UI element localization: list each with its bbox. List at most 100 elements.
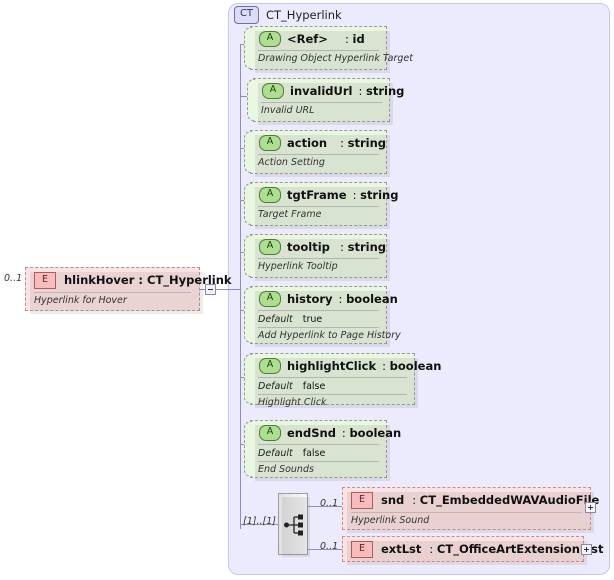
element-doc: Hyperlink Sound — [351, 515, 430, 526]
divider — [258, 394, 407, 395]
sequence-cardinality: [1]..[1] — [243, 516, 276, 527]
attribute-type: : boolean — [341, 425, 402, 440]
attribute-icon: A — [259, 424, 281, 441]
attribute-name: tooltip — [287, 239, 330, 254]
divider — [258, 154, 379, 155]
attribute-name: tgtFrame — [287, 187, 347, 202]
element-icon: E — [351, 540, 373, 558]
attribute-type: : id — [345, 31, 365, 46]
attr-notch — [244, 287, 252, 343]
divider — [258, 50, 379, 51]
element-title-row: E extLst : CT_OfficeArtExtensionList — [343, 537, 604, 561]
attribute-title-row: A history : boolean — [251, 287, 398, 310]
sequence-icon — [284, 513, 306, 541]
default-label: Default — [258, 447, 293, 459]
hlinkhover-element[interactable]: E hlinkHover : CT_Hyperlink Hyperlink fo… — [25, 267, 232, 314]
hlinkhover-doc: Hyperlink for Hover — [34, 295, 127, 306]
divider — [258, 444, 379, 445]
divider — [351, 512, 582, 513]
divider — [34, 292, 191, 293]
connector-line — [308, 549, 342, 550]
attr-notch — [244, 183, 252, 225]
attribute-icon: A — [259, 357, 281, 374]
hlinkhover-collapse-toggle[interactable] — [205, 284, 216, 295]
hlinkhover-label: hlinkHover : CT_Hyperlink — [64, 273, 232, 287]
divider — [258, 258, 379, 259]
attribute-doc: Highlight Click — [258, 397, 327, 408]
attr-notch — [244, 354, 252, 404]
attribute-doc: Add Hyperlink to Page History — [258, 330, 401, 341]
attribute-icon: A — [259, 186, 281, 203]
attribute-ref[interactable]: A <Ref> : id Drawing Object Hyperlink Ta… — [244, 26, 413, 73]
hlinkhover-cardinality: 0..1 — [4, 273, 23, 284]
attribute-action[interactable]: A action : string Action Setting — [244, 130, 390, 177]
attribute-invalidurl[interactable]: A invalidUrl : string Invalid URL — [247, 78, 404, 125]
attribute-icon: A — [262, 82, 284, 99]
snd-cardinality: 0..1 — [320, 498, 339, 509]
attribute-title-row: A tgtFrame : string — [251, 183, 398, 206]
box-shadow — [255, 358, 418, 408]
connector-line — [240, 96, 253, 97]
divider — [258, 461, 379, 462]
divider — [261, 102, 382, 103]
attribute-default-row: Default false — [251, 378, 414, 394]
attribute-title-row: A tooltip : string — [251, 235, 386, 258]
complextype-icon: CT — [234, 6, 259, 24]
box-shadow — [347, 541, 587, 565]
connector-line — [216, 289, 240, 290]
sequence-compositor[interactable] — [278, 493, 310, 557]
connector-line — [240, 524, 278, 525]
attribute-type: : boolean — [338, 291, 398, 306]
attribute-title-row: A highlightClick : boolean — [251, 354, 441, 377]
attribute-icon: A — [259, 238, 281, 255]
attr-notch — [244, 235, 252, 277]
attribute-doc: Drawing Object Hyperlink Target — [258, 53, 413, 64]
divider — [258, 327, 379, 328]
attribute-tooltip[interactable]: A tooltip : string Hyperlink Tooltip — [244, 234, 390, 281]
attribute-name: highlightClick — [287, 358, 377, 373]
default-label: Default — [258, 380, 293, 392]
attribute-doc: Action Setting — [258, 157, 325, 168]
default-value: false — [302, 380, 326, 392]
attribute-name: <Ref> — [287, 31, 328, 46]
attribute-title-row: A endSnd : boolean — [251, 421, 401, 444]
attribute-history[interactable]: A history : boolean Default true Add Hyp… — [244, 286, 401, 347]
complextype-header: CT CT_Hyperlink — [234, 6, 342, 24]
attribute-type: : string — [340, 135, 386, 150]
attribute-name: history — [287, 291, 333, 306]
element-name: extLst — [381, 542, 422, 556]
default-label: Default — [258, 313, 293, 325]
element-extlst[interactable]: E extLst : CT_OfficeArtExtensionList — [342, 536, 604, 565]
attribute-type: : boolean — [382, 358, 442, 373]
divider — [258, 377, 407, 378]
attr-notch — [247, 79, 255, 121]
element-snd[interactable]: E snd : CT_EmbeddedWAVAudioFile Hyperlin… — [342, 487, 599, 533]
attribute-icon: A — [259, 30, 281, 47]
attribute-name: endSnd — [287, 425, 336, 440]
element-type: : CT_OfficeArtExtensionList — [429, 542, 604, 556]
complextype-title: CT_Hyperlink — [266, 8, 342, 22]
attribute-type: : string — [352, 187, 399, 202]
extlst-expand-toggle[interactable] — [581, 544, 592, 555]
attribute-title-row: A invalidUrl : string — [254, 79, 404, 102]
divider — [258, 310, 379, 311]
attribute-tgtframe[interactable]: A tgtFrame : string Target Frame — [244, 182, 398, 229]
attribute-endsnd[interactable]: A endSnd : boolean Default false End Sou… — [244, 420, 401, 481]
element-icon: E — [351, 491, 373, 509]
attribute-name: invalidUrl — [290, 83, 353, 98]
attribute-doc: End Sounds — [258, 464, 314, 475]
attribute-trunk-line — [240, 44, 241, 529]
attribute-name: action — [287, 135, 328, 150]
attribute-doc: Target Frame — [258, 209, 322, 220]
extlst-cardinality: 0..1 — [320, 541, 339, 552]
element-icon: E — [34, 271, 56, 289]
attribute-doc: Invalid URL — [261, 105, 315, 116]
snd-expand-toggle[interactable] — [585, 502, 596, 513]
attribute-highlightclick[interactable]: A highlightClick : boolean Default false… — [244, 353, 441, 408]
attribute-icon: A — [259, 290, 281, 307]
element-name: snd — [381, 493, 405, 507]
attribute-icon: A — [259, 134, 281, 151]
attribute-title-row: A action : string — [251, 131, 386, 154]
connector-line — [308, 506, 342, 507]
